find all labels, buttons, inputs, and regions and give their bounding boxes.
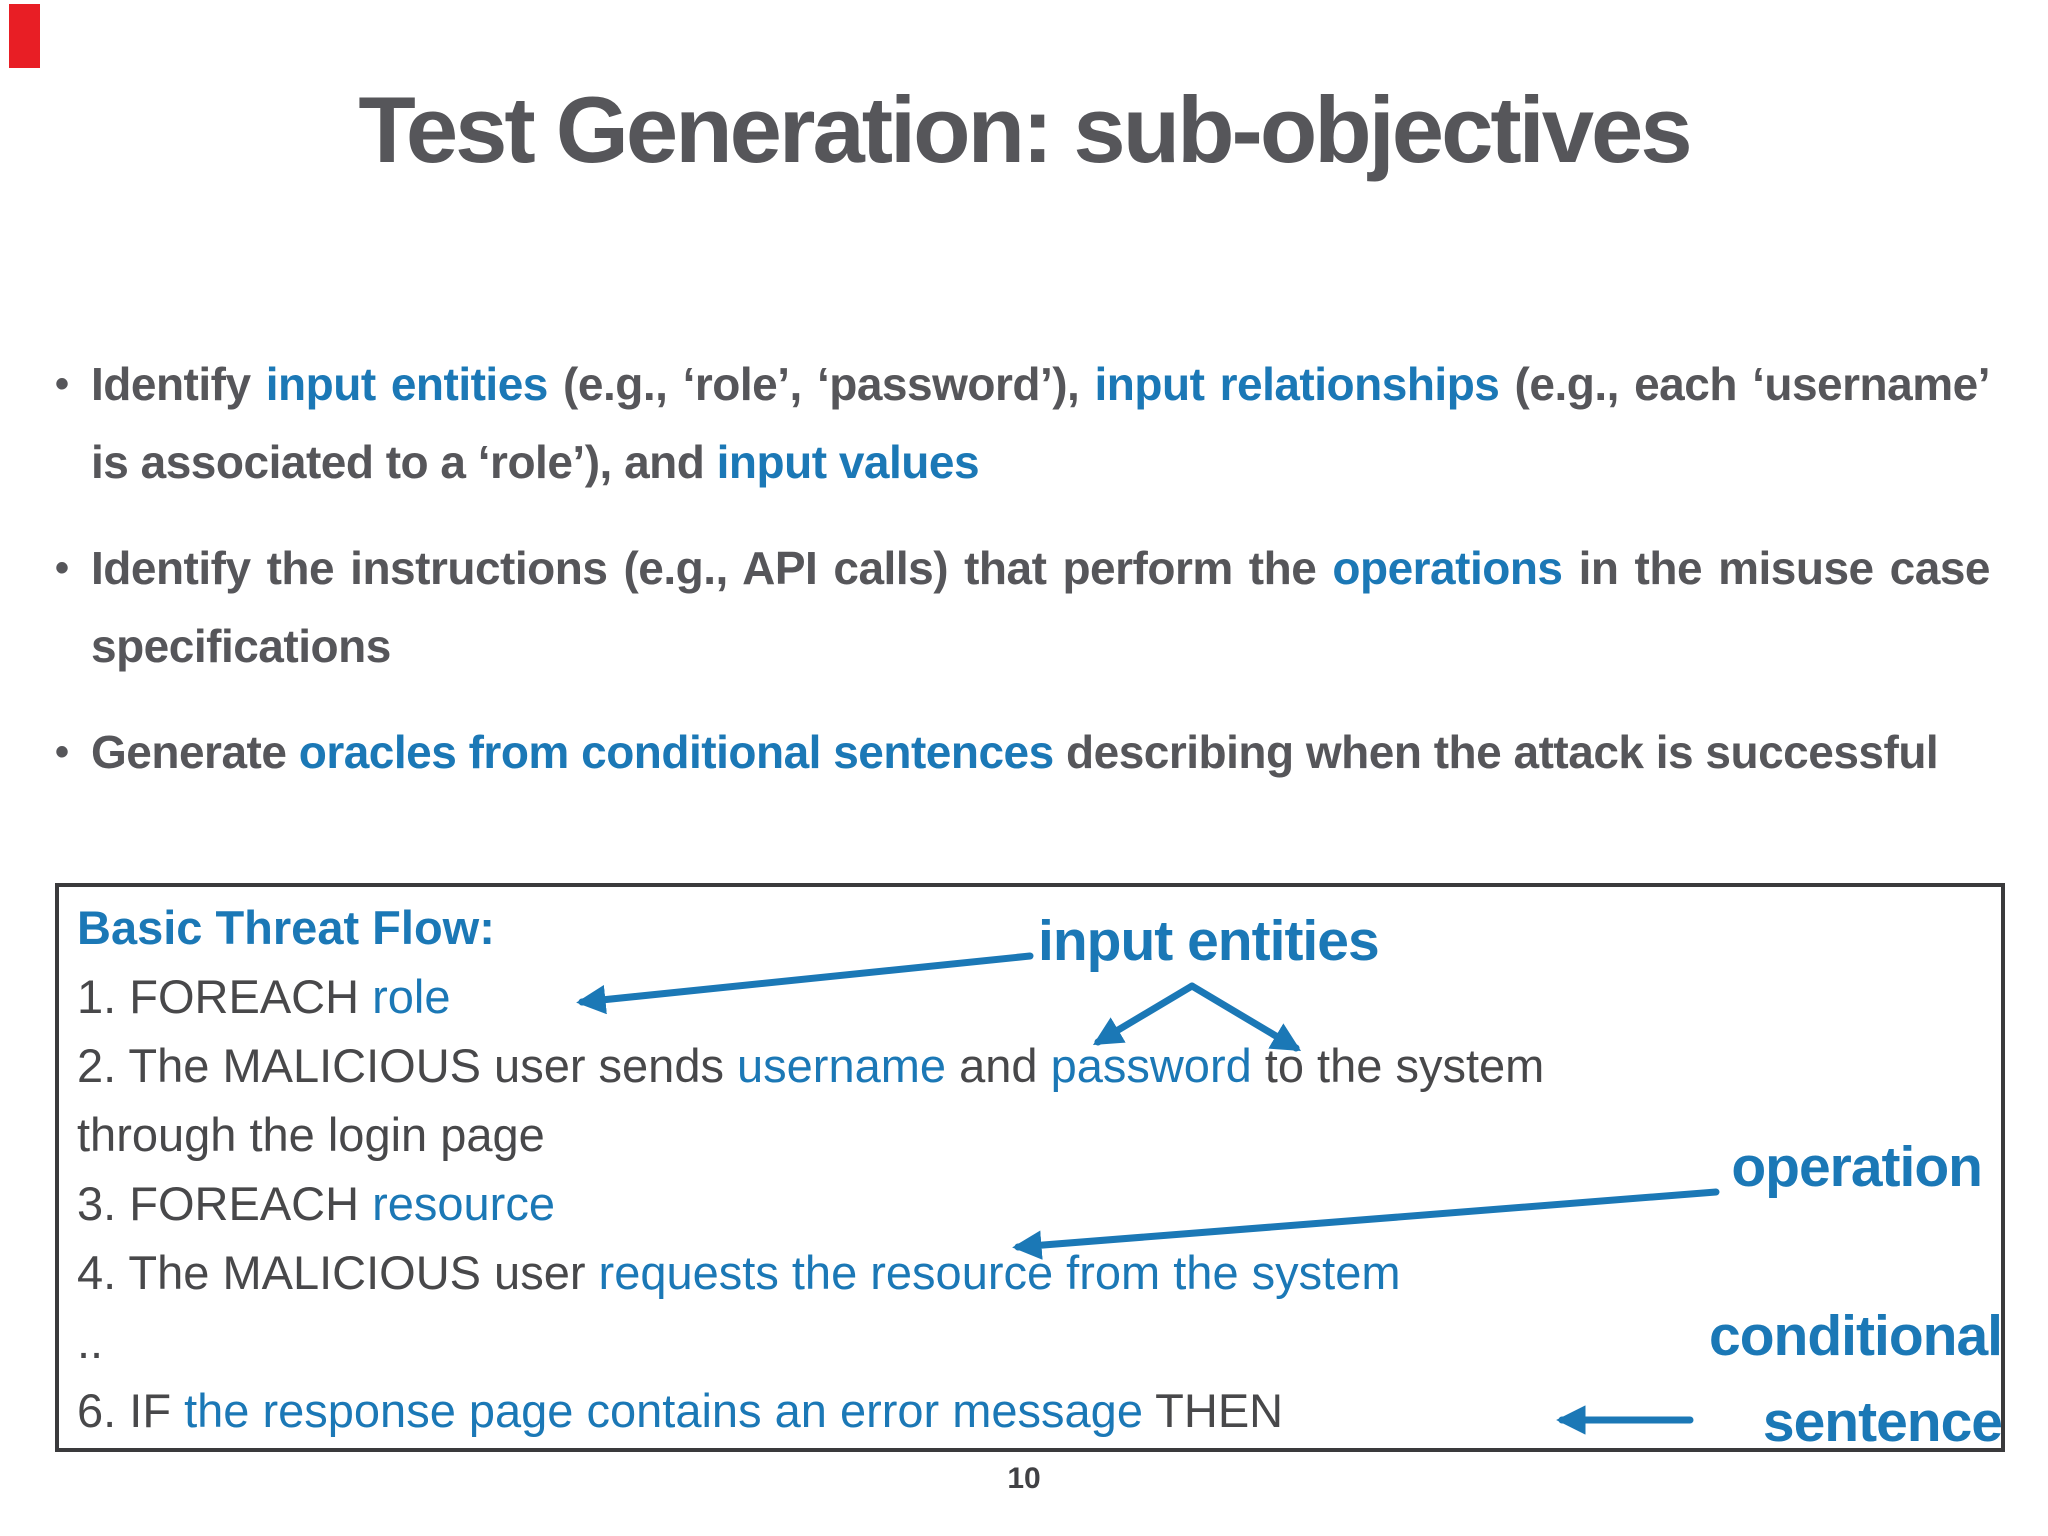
bullet-text: Identify input entities (e.g., ‘role’, ‘… <box>91 358 1991 488</box>
annotation-conditional-sentence: conditional sentence <box>1709 1293 2003 1465</box>
annotation-conditional-line2: sentence <box>1762 1390 2003 1454</box>
bullet-text: Generate oracles from conditional senten… <box>91 726 1939 778</box>
bullet-marker: • <box>55 730 70 774</box>
bullet-item: • Identify the instructions (e.g., API c… <box>55 529 1991 685</box>
slide-title: Test Generation: sub-objectives <box>358 77 1692 182</box>
threat-flow-heading: Basic Threat Flow: <box>77 901 495 954</box>
page-number: 10 <box>1007 1462 1041 1495</box>
annotation-conditional-line1: conditional <box>1709 1304 2003 1368</box>
bullet-item: • Identify input entities (e.g., ‘role’,… <box>55 345 1991 501</box>
bullet-list: • Identify input entities (e.g., ‘role’,… <box>55 345 1991 819</box>
annotation-operation: operation <box>1731 1135 1983 1199</box>
bullet-marker: • <box>55 546 70 590</box>
threat-flow-line-6: 6. IF the response page contains an erro… <box>77 1384 1284 1437</box>
annotation-input-entities: input entities <box>1038 909 1380 973</box>
accent-bar <box>9 4 40 68</box>
bullet-marker: • <box>55 362 70 406</box>
bullet-text: Identify the instructions (e.g., API cal… <box>91 542 1991 672</box>
threat-flow-line-1: 1. FOREACH role <box>77 970 451 1023</box>
threat-flow-line-5: .. <box>77 1315 104 1368</box>
bullet-item: • Generate oracles from conditional sent… <box>55 713 1990 791</box>
threat-flow-line-4: 4. The MALICIOUS user requests the resou… <box>77 1246 1401 1299</box>
threat-flow-line-3: 3. FOREACH resource <box>77 1177 555 1230</box>
threat-flow-line-2: 2. The MALICIOUS user sends username and… <box>77 1039 1545 1092</box>
threat-flow-line-2-cont: through the login page <box>77 1108 545 1161</box>
